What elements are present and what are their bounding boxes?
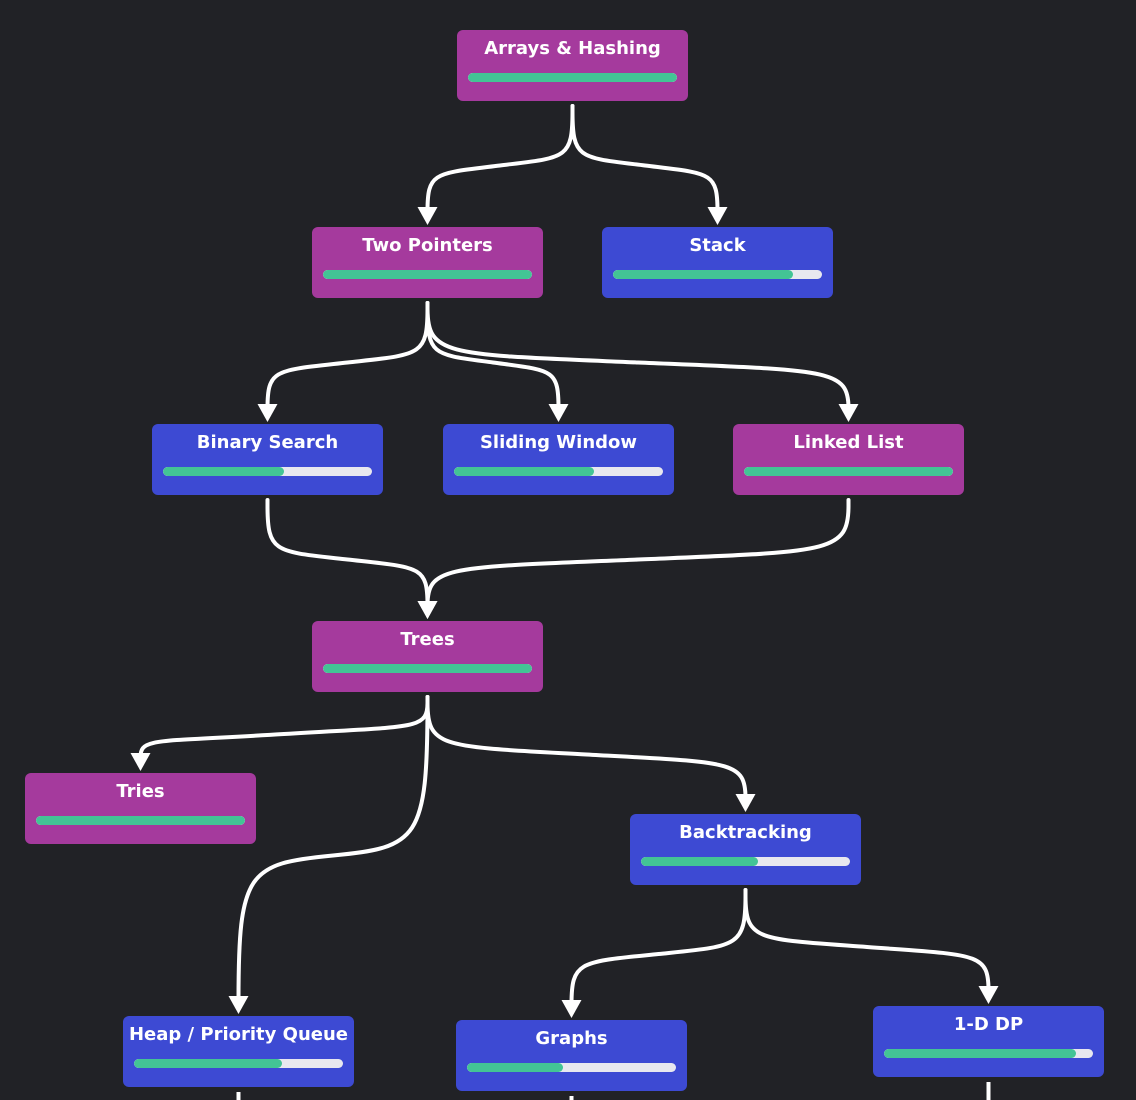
node-title: Backtracking — [679, 822, 812, 843]
progress-fill — [884, 1049, 1077, 1058]
arrowhead-icon — [561, 1000, 582, 1018]
arrowhead-icon — [707, 207, 728, 225]
node-title: Binary Search — [196, 432, 339, 453]
node-arrays-hashing[interactable]: Arrays & Hashing — [457, 30, 688, 101]
edge-two-pointers-to-linked-list — [425, 301, 851, 410]
node-backtracking[interactable]: Backtracking — [630, 814, 861, 885]
node-title: Trees — [400, 629, 455, 650]
node-title: Graphs — [535, 1028, 608, 1049]
progress-fill — [36, 816, 245, 825]
progress-bar — [36, 816, 245, 825]
progress-fill — [744, 467, 953, 476]
node-title: Tries — [116, 781, 165, 802]
node-graphs[interactable]: Graphs — [456, 1020, 687, 1091]
node-title: Stack — [689, 235, 746, 256]
progress-fill — [163, 467, 285, 476]
node-binary-search[interactable]: Binary Search — [152, 424, 383, 495]
progress-fill — [454, 467, 595, 476]
edge-two-pointers-to-sliding-window — [425, 301, 561, 410]
progress-bar — [641, 857, 850, 866]
arrowhead-icon — [417, 601, 438, 619]
edge-two-pointers-to-binary-search — [265, 301, 430, 410]
progress-bar — [467, 1063, 676, 1072]
node-trees[interactable]: Trees — [312, 621, 543, 692]
progress-bar — [323, 664, 532, 673]
arrowhead-icon — [417, 207, 438, 225]
node-tries[interactable]: Tries — [25, 773, 256, 844]
node-one-d-dp[interactable]: 1-D DP — [873, 1006, 1104, 1077]
progress-bar — [744, 467, 953, 476]
arrowhead-icon — [838, 404, 859, 422]
node-two-pointers[interactable]: Two Pointers — [312, 227, 543, 298]
progress-fill — [613, 270, 793, 279]
progress-fill — [323, 664, 532, 673]
node-sliding-window[interactable]: Sliding Window — [443, 424, 674, 495]
progress-bar — [613, 270, 822, 279]
edge-backtracking-to-one-d-dp — [743, 888, 991, 992]
edge-binary-search-to-trees — [265, 498, 430, 607]
node-title: Linked List — [793, 432, 904, 453]
arrowhead-icon — [228, 996, 249, 1014]
node-title: Sliding Window — [479, 432, 638, 453]
edge-trees-to-heap-priority-queue — [236, 695, 430, 1002]
node-stack[interactable]: Stack — [602, 227, 833, 298]
progress-bar — [454, 467, 663, 476]
node-title: 1-D DP — [953, 1014, 1024, 1035]
progress-bar — [468, 73, 677, 82]
progress-bar — [323, 270, 532, 279]
progress-fill — [468, 73, 677, 82]
arrowhead-icon — [548, 404, 569, 422]
node-heap-priority-queue[interactable]: Heap / Priority Queue — [123, 1016, 354, 1087]
edge-arrays-hashing-to-stack — [570, 104, 720, 213]
node-linked-list[interactable]: Linked List — [733, 424, 964, 495]
node-title: Arrays & Hashing — [484, 38, 661, 59]
progress-fill — [641, 857, 759, 866]
node-title: Two Pointers — [362, 235, 493, 256]
progress-bar — [134, 1059, 343, 1068]
node-title: Heap / Priority Queue — [128, 1024, 348, 1045]
arrowhead-icon — [130, 753, 151, 771]
edge-arrays-hashing-to-two-pointers — [425, 104, 575, 213]
progress-bar — [884, 1049, 1093, 1058]
progress-fill — [134, 1059, 283, 1068]
arrowhead-icon — [257, 404, 278, 422]
progress-fill — [467, 1063, 564, 1072]
progress-bar — [163, 467, 372, 476]
edge-backtracking-to-graphs — [569, 888, 748, 1006]
arrowhead-icon — [978, 986, 999, 1004]
arrowhead-icon — [735, 794, 756, 812]
edge-trees-to-backtracking — [425, 695, 748, 800]
edge-linked-list-to-trees — [425, 498, 851, 607]
edge-trees-to-tries — [138, 695, 430, 759]
progress-fill — [323, 270, 532, 279]
